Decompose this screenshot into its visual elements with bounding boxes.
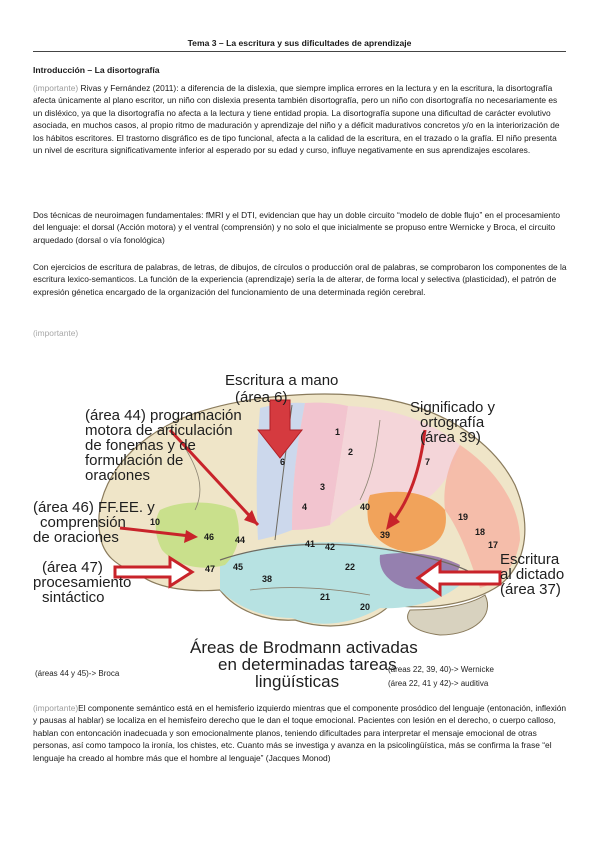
document-title: Tema 3 – La escritura y sus dificultades… [187,38,412,48]
area-number: 6 [280,457,285,467]
paragraph-3: Con ejercicios de escritura de palabras,… [33,262,567,297]
figure-caption: Áreas de Brodmann activadas en determina… [190,638,422,691]
paragraph-1: (importante) Rivas y Fernández (2011): a… [33,82,567,156]
label-escritura-mano: Escritura a mano (área 6) [225,372,343,406]
paragraph-1-text: Rivas y Fernández (2011): a diferencia d… [33,83,560,156]
area-number: 22 [345,562,355,572]
area-number: 19 [458,512,468,522]
area-number: 20 [360,602,370,612]
pointer-line-icon [168,428,260,527]
brain-diagram: 6 44 46 47 45 39 37 22 21 41 42 40 10 11… [33,372,568,691]
area-number: 3 [320,482,325,492]
arrow-left-icon [415,559,502,597]
arrow-head-icon [386,512,400,530]
importante-tag: (importante) [33,703,79,713]
area-number: 40 [360,502,370,512]
red-arrows [113,399,502,597]
area-number: 46 [204,532,214,542]
area-number: 45 [233,562,243,572]
paragraph-5: (importante)El componente semántico está… [33,702,567,764]
note-wernicke: (áreas 22, 39, 40)-> Wernicke [388,665,494,674]
area-number: 1 [335,427,340,437]
label-area-44: (área 44) programación motora de articul… [85,407,246,484]
brodmann-areas-figure: 6 44 46 47 45 39 37 22 21 41 42 40 10 11… [30,360,570,695]
importante-tag: (importante) [33,83,79,93]
importante-tag: (importante) [33,328,79,338]
label-area-39: Significado y ortografía (área 39) [410,399,499,446]
label-area-47: (área 47) procesamiento sintáctico [33,559,136,606]
area-number: 47 [205,564,215,574]
arrow-head-icon [244,510,258,525]
pointer-line-icon [119,526,191,538]
area-number: 17 [488,540,498,550]
paragraph-2: Dos técnicas de neuroimagen fundamentale… [33,210,560,245]
area-number: 7 [425,457,430,467]
paragraph-5-text: El componente semántico está en el hemis… [33,703,567,763]
area-number: 18 [475,527,485,537]
area-number: 10 [150,517,160,527]
pointer-line-icon [388,429,427,526]
area-number: 42 [325,542,335,552]
area-number: 41 [305,539,315,549]
label-area-46: (área 46) FF.EE. y comprensión de oracio… [33,499,159,546]
area-number: 4 [302,502,307,512]
arrow-down-icon [256,399,304,459]
area-number: 39 [380,530,390,540]
area-number: 44 [235,535,245,545]
arrow-right-icon [113,555,195,589]
figure-labels: Escritura a mano (área 6) (área 44) prog… [33,372,568,691]
title-divider [33,51,566,52]
section-heading: Introducción – La disortografía [33,65,160,75]
area-number: 21 [320,592,330,602]
area-number: 38 [262,574,272,584]
area-number: 2 [348,447,353,457]
note-auditiva: (área 22, 41 y 42)-> auditiva [388,679,489,688]
label-area-37: Escritura al dictado (área 37) [500,551,568,598]
brain-illustration [98,393,526,636]
arrow-head-icon [184,530,198,543]
note-broca: (áreas 44 y 45)-> Broca [35,669,120,678]
